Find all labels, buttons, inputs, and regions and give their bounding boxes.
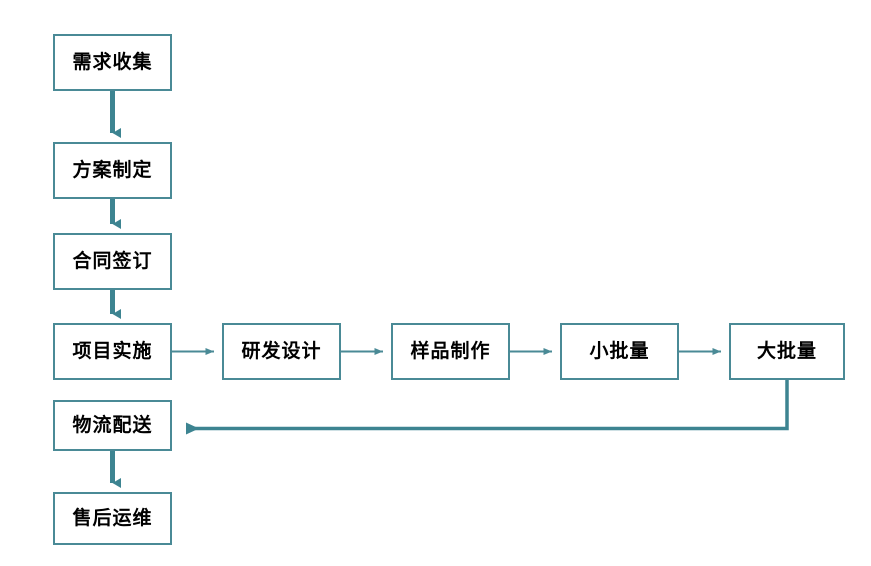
node-label: 需求收集 [72, 51, 153, 73]
node-label: 项目实施 [72, 340, 153, 362]
node-logistics[interactable]: 物流配送 [53, 400, 172, 451]
node-label: 小批量 [589, 340, 650, 362]
node-rnd-design[interactable]: 研发设计 [222, 323, 341, 380]
node-label: 物流配送 [72, 414, 153, 436]
node-implementation[interactable]: 项目实施 [53, 323, 172, 380]
node-label: 售后运维 [72, 507, 153, 529]
node-planning[interactable]: 方案制定 [53, 142, 172, 199]
connector-large-batch-to-logistics [186, 380, 789, 435]
node-sample[interactable]: 样品制作 [391, 323, 510, 380]
node-after-sales[interactable]: 售后运维 [53, 492, 172, 545]
node-label: 样品制作 [410, 340, 491, 362]
node-label: 合同签订 [72, 250, 153, 272]
node-large-batch[interactable]: 大批量 [729, 323, 845, 380]
node-label: 方案制定 [72, 159, 153, 181]
node-requirements[interactable]: 需求收集 [53, 34, 172, 91]
node-label: 研发设计 [241, 340, 322, 362]
node-contract[interactable]: 合同签订 [53, 233, 172, 290]
node-label: 大批量 [756, 340, 817, 362]
node-small-batch[interactable]: 小批量 [560, 323, 679, 380]
